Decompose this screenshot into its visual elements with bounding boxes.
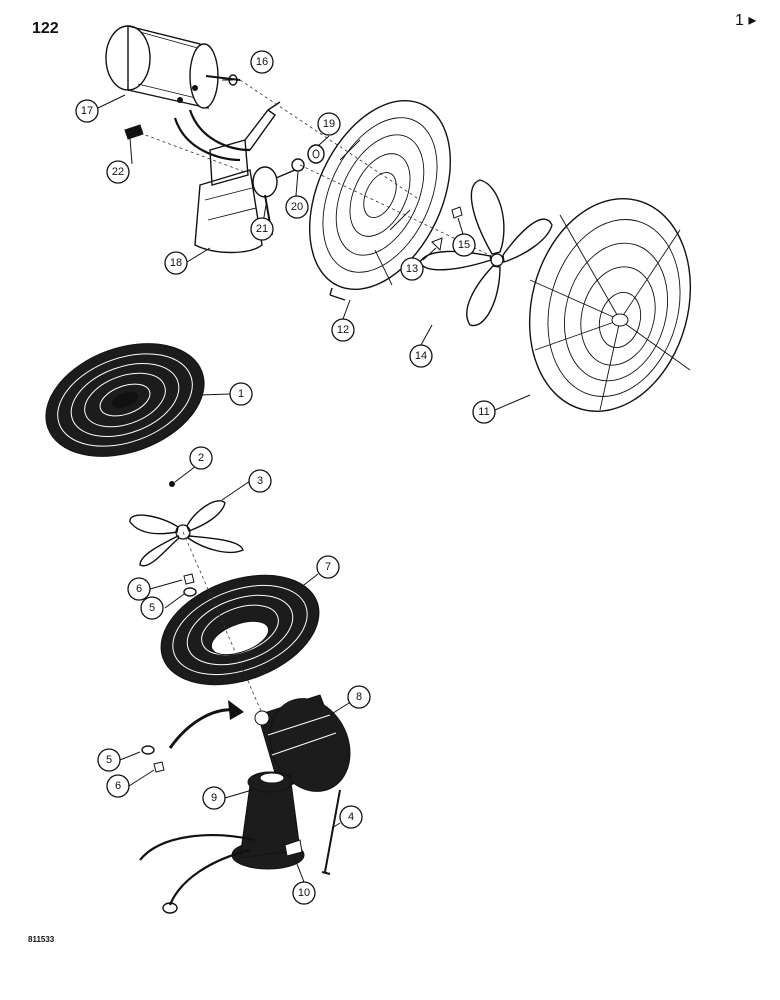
callout-6-upper: 6 bbox=[127, 577, 151, 601]
guard-1-drawing bbox=[45, 343, 205, 457]
blade-14-drawing bbox=[419, 179, 553, 327]
svg-text:1: 1 bbox=[238, 388, 244, 400]
nut-19-drawing bbox=[307, 144, 325, 164]
svg-text:19: 19 bbox=[323, 118, 335, 130]
svg-text:15: 15 bbox=[458, 239, 470, 251]
nut-6-lower-drawing bbox=[153, 761, 165, 773]
clip-2-drawing bbox=[169, 481, 175, 487]
svg-text:8: 8 bbox=[356, 691, 362, 703]
svg-text:6: 6 bbox=[136, 583, 142, 595]
svg-text:9: 9 bbox=[211, 792, 217, 804]
svg-text:6: 6 bbox=[115, 780, 121, 792]
motor-8-drawing bbox=[254, 694, 351, 792]
callout-17: 17 bbox=[75, 99, 99, 123]
svg-text:17: 17 bbox=[81, 105, 93, 117]
callout-2: 2 bbox=[189, 446, 213, 470]
callout-1: 1 bbox=[229, 382, 253, 406]
callout-15: 15 bbox=[452, 233, 476, 257]
callout-14: 14 bbox=[409, 344, 433, 368]
callout-5-lower: 5 bbox=[97, 748, 121, 772]
guard-7-drawing bbox=[160, 574, 320, 686]
guard-11-drawing bbox=[528, 198, 692, 412]
wire-1 bbox=[139, 834, 256, 861]
callout-9: 9 bbox=[202, 786, 226, 810]
corner-mark: 1 ▸ bbox=[735, 12, 757, 29]
svg-text:7: 7 bbox=[325, 561, 331, 573]
bolt-4-drawing bbox=[324, 789, 341, 873]
knob-22-drawing bbox=[124, 124, 144, 140]
curved-arrow bbox=[168, 700, 244, 749]
nut-20-drawing bbox=[291, 158, 305, 172]
svg-text:5: 5 bbox=[149, 602, 155, 614]
callout-22: 22 bbox=[106, 160, 130, 184]
callout-4: 4 bbox=[339, 805, 363, 829]
page-number: 122 bbox=[32, 20, 59, 37]
svg-text:11: 11 bbox=[478, 406, 489, 418]
nut-6-upper-drawing bbox=[183, 573, 195, 585]
washer-5-lower-drawing bbox=[141, 745, 155, 755]
svg-text:20: 20 bbox=[291, 201, 303, 213]
callout-13: 13 bbox=[400, 257, 424, 281]
callout-10: 10 bbox=[292, 881, 316, 905]
svg-text:13: 13 bbox=[406, 263, 418, 275]
svg-text:12: 12 bbox=[337, 324, 349, 336]
callout-7: 7 bbox=[316, 555, 340, 579]
callout-18: 18 bbox=[164, 251, 188, 275]
callout-11: 11 bbox=[472, 400, 496, 424]
callout-12: 12 bbox=[331, 318, 355, 342]
svg-text:3: 3 bbox=[257, 475, 263, 487]
callout-21: 21 bbox=[250, 217, 274, 241]
nut-15-drawing bbox=[451, 206, 463, 219]
svg-text:16: 16 bbox=[256, 56, 268, 68]
callout-19: 19 bbox=[317, 112, 341, 136]
svg-text:10: 10 bbox=[298, 887, 310, 899]
base-18-drawing bbox=[194, 101, 281, 254]
svg-text:14: 14 bbox=[415, 350, 427, 362]
washer-5-upper-drawing bbox=[183, 587, 197, 597]
callout-5-upper: 5 bbox=[140, 596, 164, 620]
terminal-drawing bbox=[162, 902, 178, 914]
figure-id: 811533 bbox=[28, 935, 55, 944]
callout-6-lower: 6 bbox=[106, 774, 130, 798]
wire-2 bbox=[168, 848, 251, 906]
callout-8: 8 bbox=[347, 685, 371, 709]
callout-3: 3 bbox=[248, 469, 272, 493]
guard-12-drawing bbox=[308, 99, 452, 301]
screw-13-drawing bbox=[431, 237, 443, 252]
callout-16: 16 bbox=[250, 50, 274, 74]
callout-20: 20 bbox=[285, 195, 309, 219]
svg-text:21: 21 bbox=[256, 223, 268, 235]
svg-text:4: 4 bbox=[348, 811, 354, 823]
svg-text:5: 5 bbox=[106, 754, 112, 766]
switch-10-drawing bbox=[284, 839, 303, 857]
motor-drawing bbox=[105, 25, 251, 162]
leader-lines bbox=[97, 79, 531, 883]
svg-text:18: 18 bbox=[170, 257, 182, 269]
svg-text:2: 2 bbox=[198, 452, 204, 464]
blade-3-drawing bbox=[129, 500, 244, 567]
svg-text:22: 22 bbox=[112, 166, 124, 178]
